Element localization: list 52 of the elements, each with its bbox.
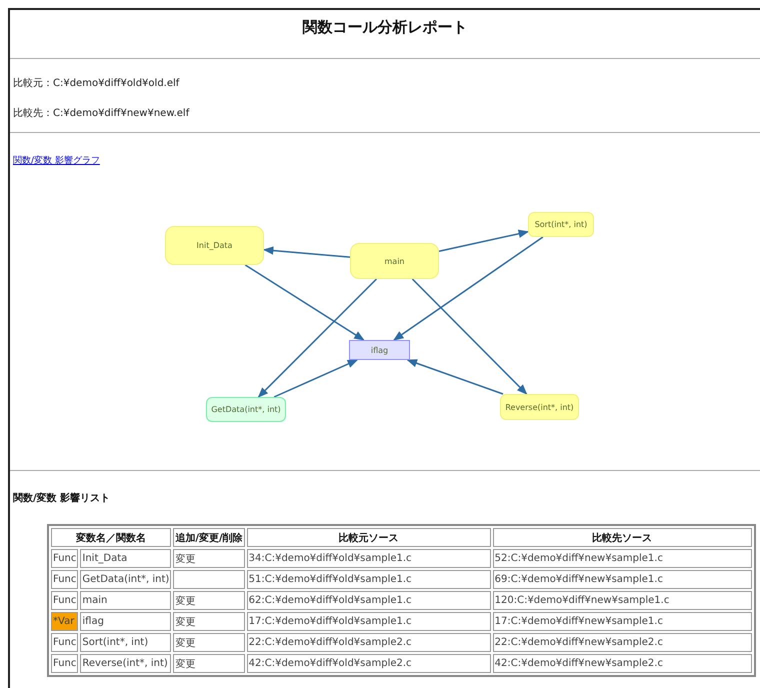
table-cell: 変更 [173, 612, 245, 631]
table-cell: 22:C:¥demo¥diff¥new¥sample2.c [492, 633, 752, 652]
table-cell: 変更 [173, 549, 245, 568]
header-cell: 追加/変更/削除 [173, 528, 245, 547]
table-cell: iflag [80, 612, 172, 631]
table-cell: 34:C:¥demo¥diff¥old¥sample1.c [246, 549, 491, 568]
file-path: 比較元：C:¥demo¥diff¥old¥old.elf [13, 76, 180, 90]
file-path: 比較先：C:¥demo¥diff¥new¥new.elf [13, 106, 190, 120]
arrow [406, 359, 504, 395]
table-cell: main [80, 591, 172, 610]
table-cell: 22:C:¥demo¥diff¥old¥sample2.c [246, 633, 491, 652]
arrow [262, 246, 350, 258]
table-cell: GetData(int*, int) [80, 570, 172, 589]
function-box: Init_Data [165, 226, 264, 265]
table-cell: 変更 [173, 654, 245, 673]
table-cell: Func [51, 549, 78, 568]
table-cell: 17:C:¥demo¥diff¥new¥sample1.c [492, 612, 752, 631]
function-box: Sort(int*, int) [528, 212, 594, 237]
table-cell: 52:C:¥demo¥diff¥new¥sample1.c [492, 549, 752, 568]
variable-box: iflag [349, 340, 410, 360]
table-cell: *Var [51, 612, 78, 631]
link: 関数/変数 影響グラフ [13, 154, 100, 167]
function-box: main [350, 243, 439, 279]
header-cell: 比較元ソース [246, 528, 491, 547]
arrow [244, 264, 365, 341]
function-box: GetData(int*, int) [206, 397, 286, 422]
header-cell: 変数名／関数名 [51, 528, 172, 547]
section-heading: 関数/変数 影響リスト [13, 491, 110, 505]
table-cell: 42:C:¥demo¥diff¥new¥sample2.c [492, 654, 752, 673]
header-cell: 比較先ソース [492, 528, 752, 547]
arrow [438, 230, 530, 252]
table-cell: Func [51, 591, 78, 610]
table-cell: Func [51, 654, 78, 673]
table-cell: 51:C:¥demo¥diff¥old¥sample1.c [246, 570, 491, 589]
arrow [274, 359, 358, 398]
arrow [412, 278, 528, 395]
table-cell: 変更 [173, 633, 245, 652]
table-cell: Reverse(int*, int) [80, 654, 172, 673]
arrow [258, 278, 378, 398]
table-cell: 42:C:¥demo¥diff¥old¥sample2.c [246, 654, 491, 673]
function-box: Reverse(int*, int) [500, 394, 579, 420]
report-title: 関数コール分析レポート [302, 18, 468, 37]
table-cell: Init_Data [80, 549, 172, 568]
table-cell: 変更 [173, 591, 245, 610]
table-cell: Func [51, 570, 78, 589]
table-cell: Func [51, 633, 78, 652]
table-cell: 17:C:¥demo¥diff¥old¥sample1.c [246, 612, 491, 631]
table-cell: Sort(int*, int) [80, 633, 172, 652]
arrow [393, 236, 544, 341]
table-cell: 69:C:¥demo¥diff¥new¥sample1.c [492, 570, 752, 589]
table-cell: 62:C:¥demo¥diff¥old¥sample1.c [246, 591, 491, 610]
table-cell: 120:C:¥demo¥diff¥new¥sample1.c [492, 591, 752, 610]
